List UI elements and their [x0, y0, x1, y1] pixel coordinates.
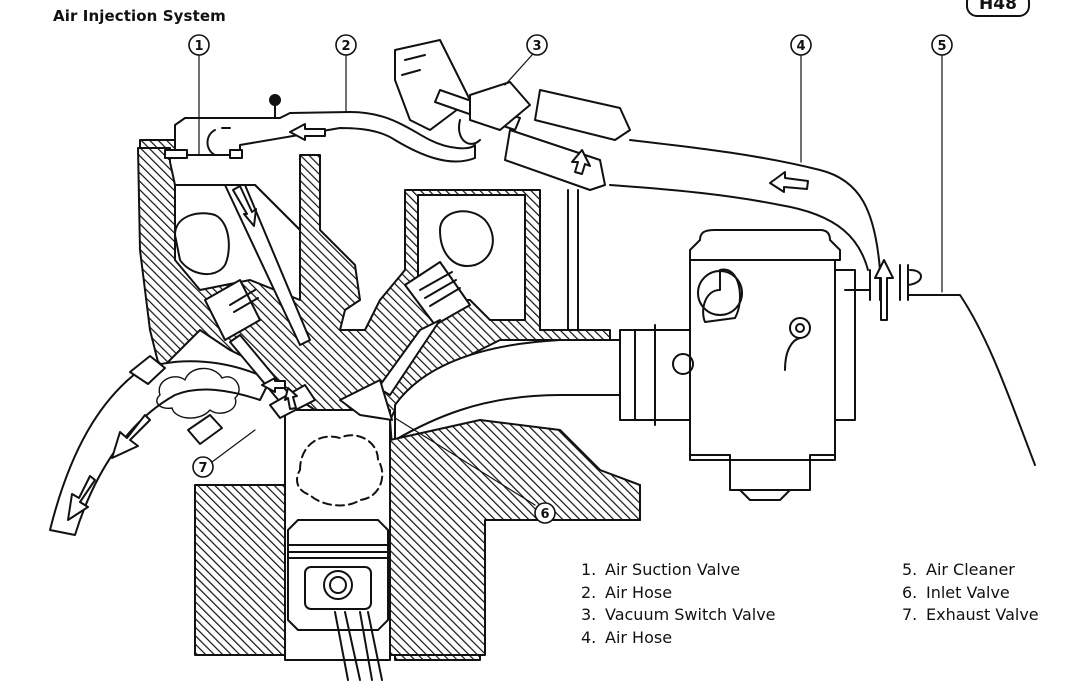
callout-1: 1: [188, 34, 210, 56]
piston-pin-boss: [304, 566, 372, 610]
svg-text:2: 2: [341, 39, 350, 54]
legend-item: 7.Exhaust Valve: [902, 605, 1039, 624]
air-injection-arrow-2: [284, 387, 298, 410]
piston-pin: [323, 570, 353, 600]
callout-7: 7: [192, 456, 214, 478]
exhaust-clamp-lower: [187, 414, 223, 445]
callout-3: 3: [526, 34, 548, 56]
valve-seat-left: [164, 149, 188, 159]
legend-item: 5.Air Cleaner: [902, 560, 1015, 579]
combustion-cloud: [296, 434, 384, 507]
inlet-cam-lobe: [439, 210, 494, 267]
callout-7-leader: [211, 429, 256, 463]
cylinder-block-right: [389, 419, 641, 656]
callout-4: 4: [790, 34, 812, 56]
callouts: 1 2 3 4 5 6 7: [188, 34, 953, 524]
callout-6-leader: [394, 417, 536, 506]
exhaust-flow-arrow-2: [67, 475, 96, 521]
svg-text:3: 3: [532, 39, 541, 54]
carburetor-port: [672, 353, 694, 375]
callout-5: 5: [931, 34, 953, 56]
valve-seat-right: [229, 149, 243, 159]
svg-text:4: 4: [796, 39, 805, 54]
air-hose-4-lower: [609, 184, 869, 271]
legend-item: 3.Vacuum Switch Valve: [581, 605, 776, 624]
legend-left: 1.Air Suction Valve 2.Air Hose 3.Vacuum …: [581, 559, 776, 649]
page-code-badge: H48: [966, 0, 1030, 17]
svg-text:1: 1: [194, 39, 203, 54]
cylinder-block-left: [194, 484, 286, 656]
exhaust-clamp-upper: [129, 355, 166, 385]
hose-2-flow-arrow: [289, 123, 326, 141]
legend-item: 6.Inlet Valve: [902, 582, 1010, 602]
svg-text:6: 6: [540, 507, 549, 522]
inlet-valve: [339, 261, 471, 421]
air-cleaner-inlet-arrow: [874, 259, 894, 321]
exhaust-cam-lobe: [174, 212, 230, 275]
air-cleaner-body: [907, 294, 1036, 466]
svg-text:5: 5: [937, 39, 946, 54]
exhaust-cloud: [156, 367, 240, 419]
air-hose-4-upper: [629, 139, 881, 271]
vsv-flow-arrow: [571, 149, 591, 175]
reed-valve: [206, 127, 231, 156]
air-injection-arrow-1: [261, 377, 286, 393]
callout-2: 2: [335, 34, 357, 56]
passage-flow-arrow: [232, 185, 257, 227]
vacuum-switch-valve: [394, 39, 631, 191]
svg-text:7: 7: [198, 461, 207, 476]
air-suction-valve-housing: [174, 111, 476, 163]
legend-item: 4.Air Hose: [581, 627, 673, 647]
air-injection-passage: [224, 184, 311, 346]
legend-right: 5.Air Cleaner 6.Inlet Valve 7.Exhaust Va…: [902, 559, 1039, 627]
connecting-rod: [334, 611, 383, 681]
diagram-title: Air Injection System: [53, 7, 226, 25]
hose-clip-pin: [269, 94, 281, 106]
piston: [287, 519, 389, 631]
callout-3-leader: [504, 54, 533, 86]
legend-item: 2.Air Hose: [581, 582, 673, 602]
air-cleaner-elbow: [844, 269, 881, 301]
hose-4-flow-arrow: [769, 171, 809, 193]
exhaust-flow-arrow-1: [111, 414, 151, 459]
carburetor: [689, 229, 856, 501]
callout-6: 6: [534, 502, 556, 524]
legend-item: 1.Air Suction Valve: [581, 560, 741, 579]
